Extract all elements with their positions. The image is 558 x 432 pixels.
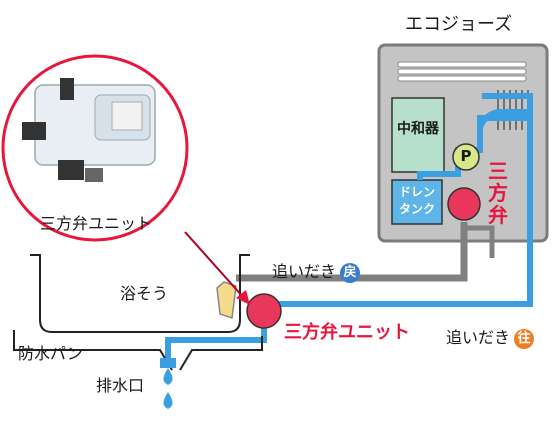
heater-valve — [447, 187, 481, 221]
drain-tank-label-line2: タンク — [398, 202, 435, 216]
valve-unit-photo — [22, 78, 156, 182]
neutralizer-box — [391, 97, 445, 173]
return-badge: 戻 — [340, 262, 361, 283]
heater-title: エコジョーズ — [405, 14, 513, 35]
heater-valve-label: 三 方 弁 — [488, 160, 508, 226]
bath-label: 浴そう — [120, 284, 169, 303]
waterproof-pan-label: 防水パン — [18, 344, 83, 363]
callout-arrow-head — [236, 290, 250, 305]
valve-unit-icon — [246, 293, 282, 329]
supply-pipe — [165, 115, 533, 358]
heater-valve-char2: 方 — [488, 181, 508, 205]
return-pipe — [236, 222, 468, 282]
supply-line-text: 追いだき — [446, 328, 511, 347]
supply-badge: 往 — [514, 328, 535, 349]
neutralizer-label: 中和器 — [397, 121, 439, 137]
bypass-pipe — [466, 225, 495, 258]
unit-callout-label: 三方弁ユニット — [40, 214, 153, 233]
heater-valve-char1: 三 — [488, 159, 508, 183]
callout-arrow-line — [184, 231, 245, 299]
return-line-label: 追いだき戻 — [272, 258, 361, 283]
bath-fitting — [216, 281, 237, 320]
supply-line-label: 追いだき往 — [446, 324, 535, 349]
return-line-text: 追いだき — [272, 262, 337, 281]
waterproof-pan-right — [179, 336, 263, 371]
drain-label: 排水口 — [96, 376, 145, 395]
water-drop-icon — [163, 392, 173, 409]
drain-stub — [160, 358, 176, 368]
valve-unit-label: 三方弁ユニット — [284, 322, 410, 343]
pump-label: P — [460, 147, 472, 165]
heat-exchanger-coil — [477, 93, 533, 131]
bathtub — [30, 254, 250, 333]
heater-valve-char3: 弁 — [488, 203, 508, 227]
drain-tank-label-line1: ドレン — [398, 185, 435, 199]
drain-tank-label: ドレン タンク — [392, 184, 442, 218]
water-drop-icon — [163, 368, 173, 385]
vent-grille — [397, 61, 527, 82]
pump — [452, 143, 480, 171]
